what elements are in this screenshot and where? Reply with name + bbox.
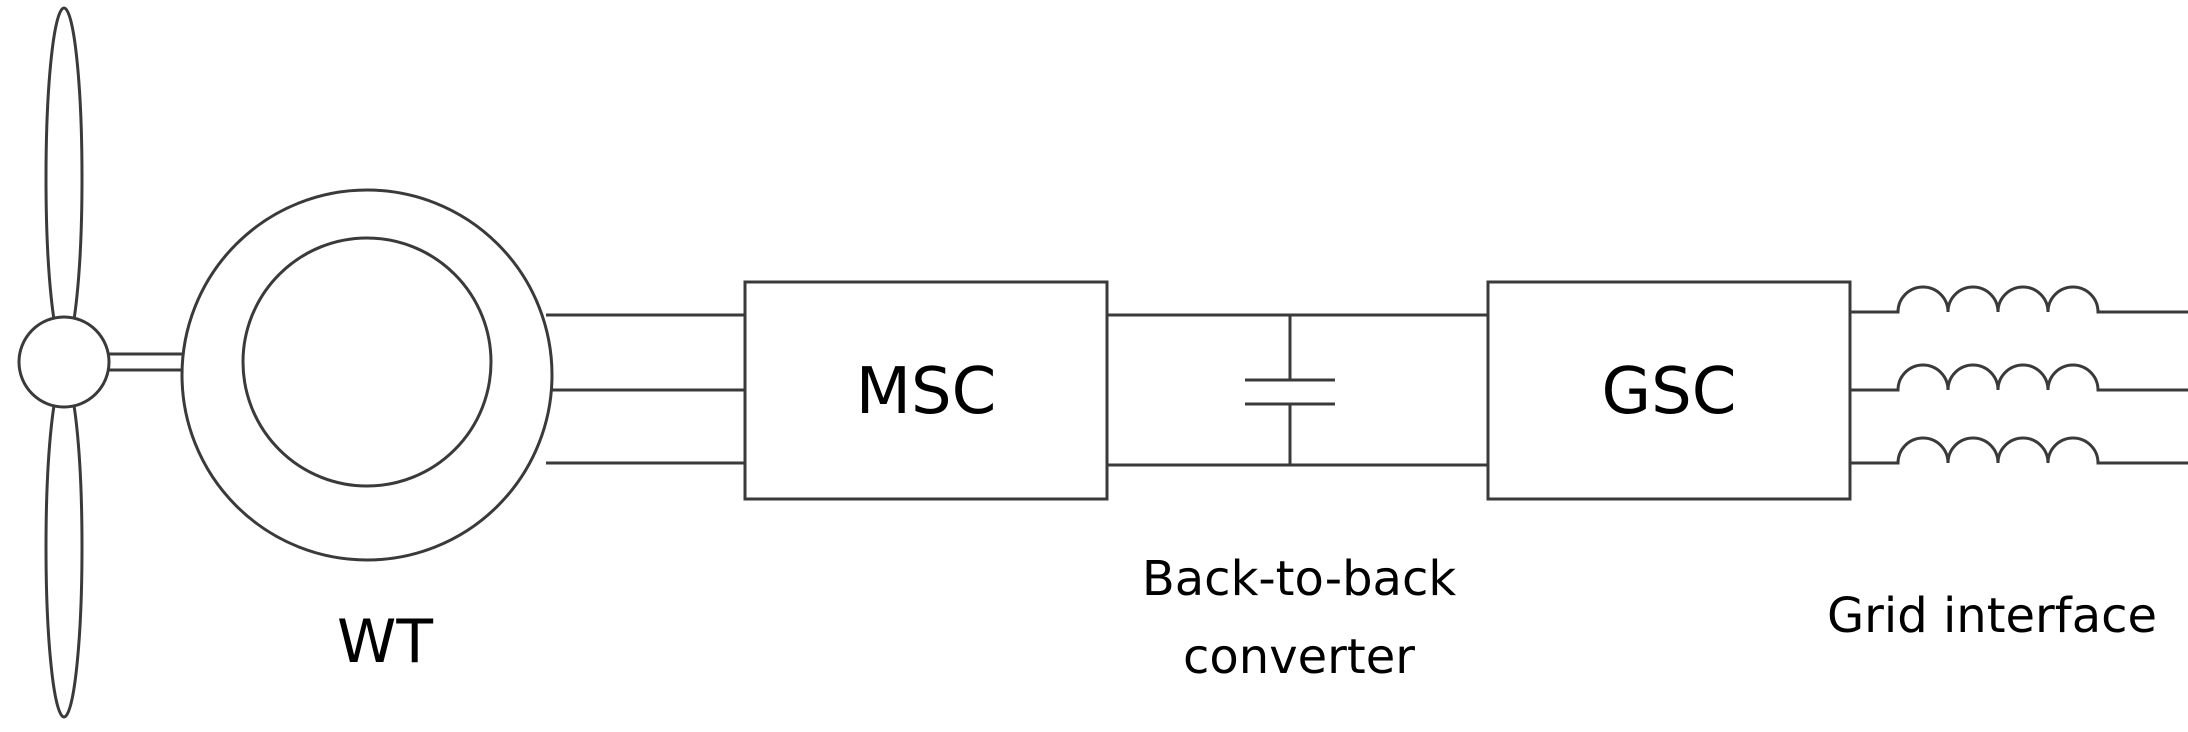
gsc-label: GSC bbox=[1602, 355, 1737, 429]
converter-caption-line2: converter bbox=[1183, 629, 1415, 685]
msc-block bbox=[743, 280, 1109, 501]
generator-rotor bbox=[241, 236, 493, 488]
inductor-phase-c bbox=[1850, 436, 2188, 465]
drive-shaft bbox=[109, 352, 183, 372]
upper-blade bbox=[44, 6, 84, 350]
gsc-block bbox=[1486, 280, 1852, 501]
turbine-label: WT bbox=[337, 607, 433, 677]
rotor-hub bbox=[17, 315, 111, 409]
inductor-phase-a bbox=[1850, 285, 2188, 314]
lower-blade bbox=[44, 375, 84, 719]
grid-inductors bbox=[1850, 285, 2188, 465]
converter-caption-line1: Back-to-back bbox=[1142, 551, 1457, 607]
generator-output-lines bbox=[546, 313, 745, 465]
generator bbox=[180, 188, 554, 562]
msc-label: MSC bbox=[856, 355, 997, 429]
turbine-rotor bbox=[17, 6, 111, 719]
grid-interface-caption: Grid interface bbox=[1827, 588, 2157, 644]
dc-link bbox=[1107, 313, 1488, 467]
inductor-phase-b bbox=[1850, 363, 2188, 392]
generator-stator bbox=[180, 188, 554, 562]
